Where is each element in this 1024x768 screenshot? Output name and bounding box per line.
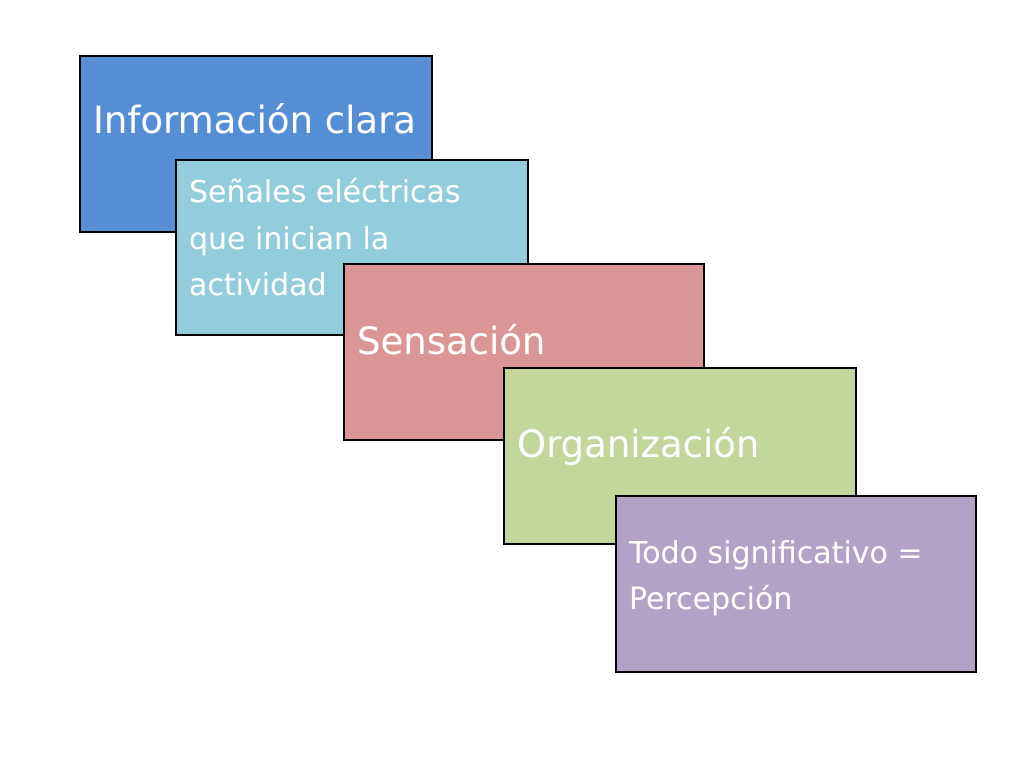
step-label: Organización bbox=[517, 423, 760, 466]
step-label: Información clara bbox=[93, 99, 416, 142]
step-percepcion: Todo significativo = Percepción bbox=[615, 495, 977, 673]
step-label: Sensación bbox=[357, 320, 546, 363]
step-label: Señales eléctricas que inician la activi… bbox=[189, 175, 461, 303]
step-label: Todo significativo = Percepción bbox=[629, 536, 923, 617]
